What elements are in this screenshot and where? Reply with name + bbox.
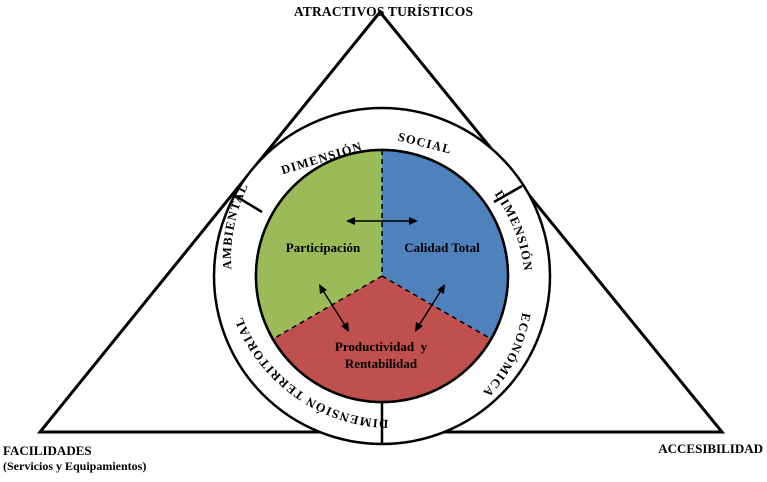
label-rentabilidad: Rentabilidad (345, 356, 418, 371)
ring-separator-left (233, 193, 263, 214)
corner-label-atractivos: ATRACTIVOS TURÍSTICOS (293, 4, 474, 19)
ring-separator-right (493, 184, 523, 204)
divider-right (381, 275, 492, 340)
label-calidad-total: Calidad Total (404, 240, 480, 255)
divider-left (272, 275, 383, 340)
label-participacion: Participación (286, 240, 361, 255)
arrow-left-diagonal (319, 284, 349, 332)
sector-participacion (256, 150, 382, 339)
corner-label-facilidades: FACILIDADES (3, 443, 92, 458)
arrow-horizontal (346, 217, 418, 225)
label-productividad: Productividad y (335, 339, 428, 354)
corner-label-accesibilidad: ACCESIBILIDAD (658, 441, 763, 456)
corner-label-facilidades-sub: (Servicios y Equipamientos) (3, 459, 147, 473)
sector-calidad-total (382, 150, 508, 339)
sector-productividad (272, 276, 492, 402)
arrow-right-diagonal (415, 284, 445, 332)
